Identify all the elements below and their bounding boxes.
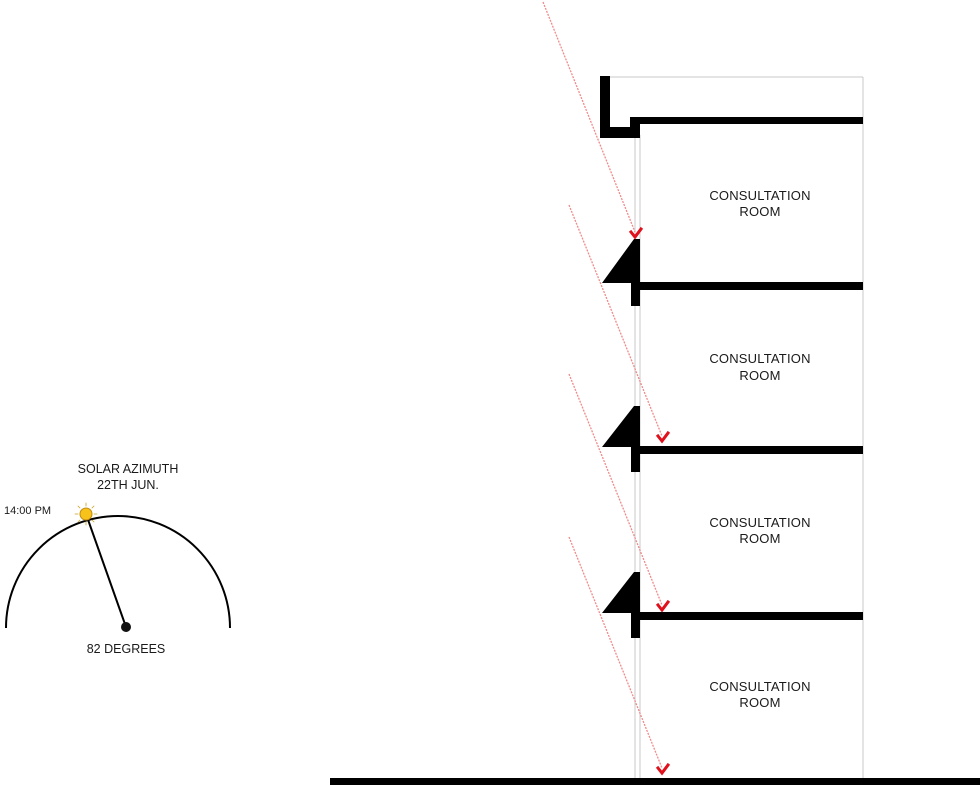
room-label: CONSULTATION	[709, 351, 810, 366]
solar-azimuth-date: 22TH JUN.	[97, 478, 159, 492]
solar-azimuth-title: SOLAR AZIMUTH	[78, 462, 179, 476]
sun-icon	[74, 502, 98, 526]
sun-ray	[542, 1, 636, 233]
room-label: ROOM	[739, 531, 780, 546]
chevron-down-icon	[628, 226, 644, 240]
room-label: ROOM	[739, 204, 780, 219]
floor-slab-sunshade	[602, 239, 863, 306]
chevron-down-icon	[655, 762, 671, 776]
floor-slab-sunshade	[602, 406, 863, 472]
room-label: ROOM	[739, 368, 780, 383]
room-label: CONSULTATION	[709, 515, 810, 530]
solar-azimuth-indicator: SOLAR AZIMUTH 22TH JUN. 14:00 PM 82 DEGR…	[4, 462, 231, 656]
chevron-down-icon	[655, 599, 671, 613]
floor-slab-sunshade	[602, 572, 863, 638]
building-section: CONSULTATION ROOM CONSULTATION ROOM CONS…	[330, 76, 980, 785]
room-label: ROOM	[739, 695, 780, 710]
sun-rays	[542, 1, 671, 776]
solar-time-label: 14:00 PM	[4, 505, 51, 517]
sun-ray	[568, 204, 663, 437]
room-label: CONSULTATION	[709, 679, 810, 694]
sun-angle-line	[85, 513, 127, 628]
solar-angle-label: 82 DEGREES	[87, 642, 166, 656]
sun-path-arc	[5, 515, 231, 629]
ground-slab	[330, 778, 980, 785]
roof-parapet-slab	[600, 76, 863, 138]
chevron-down-icon	[655, 430, 671, 444]
observer-point	[121, 622, 131, 632]
room-label: CONSULTATION	[709, 188, 810, 203]
